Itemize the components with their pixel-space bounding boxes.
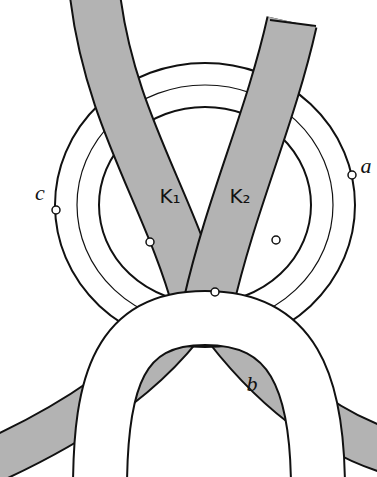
knot-label: K₂	[229, 186, 250, 206]
point-label: b	[247, 373, 258, 395]
point-label: c	[35, 182, 45, 204]
point-label: a	[361, 155, 372, 177]
knot-label: K₁	[159, 186, 180, 206]
